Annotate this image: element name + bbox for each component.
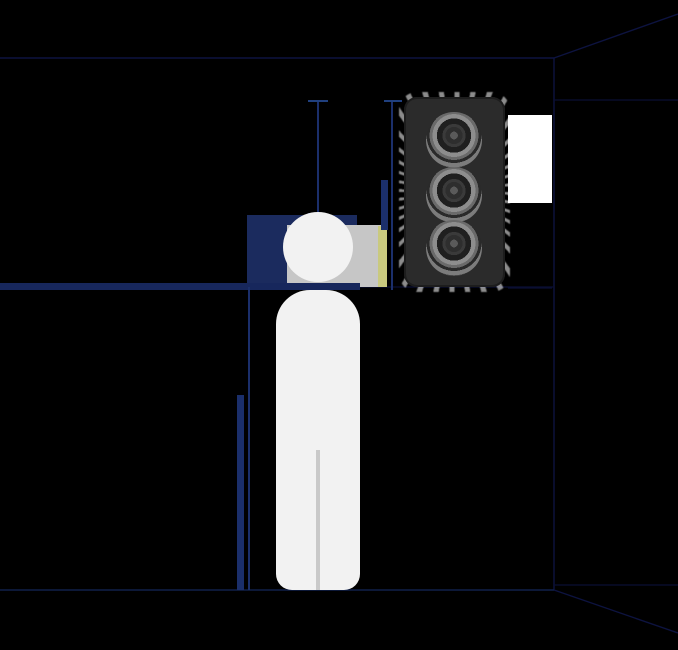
dim-floor-to-counter bbox=[248, 287, 250, 590]
wall-mounted-loudspeaker[interactable] bbox=[404, 97, 505, 287]
dim-speaker-height-right bbox=[391, 101, 393, 290]
counter-yellow-strip bbox=[378, 226, 387, 287]
ceiling-diagonal bbox=[553, 13, 678, 59]
speaker-driver-middle bbox=[426, 167, 482, 223]
speaker-driver-top bbox=[426, 112, 482, 168]
dim-cap-top-right bbox=[384, 100, 402, 102]
figure-leg-split bbox=[316, 450, 320, 590]
speaker-driver-bottom bbox=[426, 220, 482, 276]
white-wall-panel bbox=[508, 115, 552, 203]
dim-figure-height bbox=[237, 395, 244, 590]
floor-diagonal bbox=[553, 589, 678, 634]
dim-speaker-stub bbox=[381, 180, 388, 230]
dim-speaker-height-left bbox=[317, 101, 319, 228]
dim-cap-top-left bbox=[308, 100, 328, 102]
counter-navy-band bbox=[0, 283, 360, 290]
figure-head bbox=[283, 212, 353, 282]
